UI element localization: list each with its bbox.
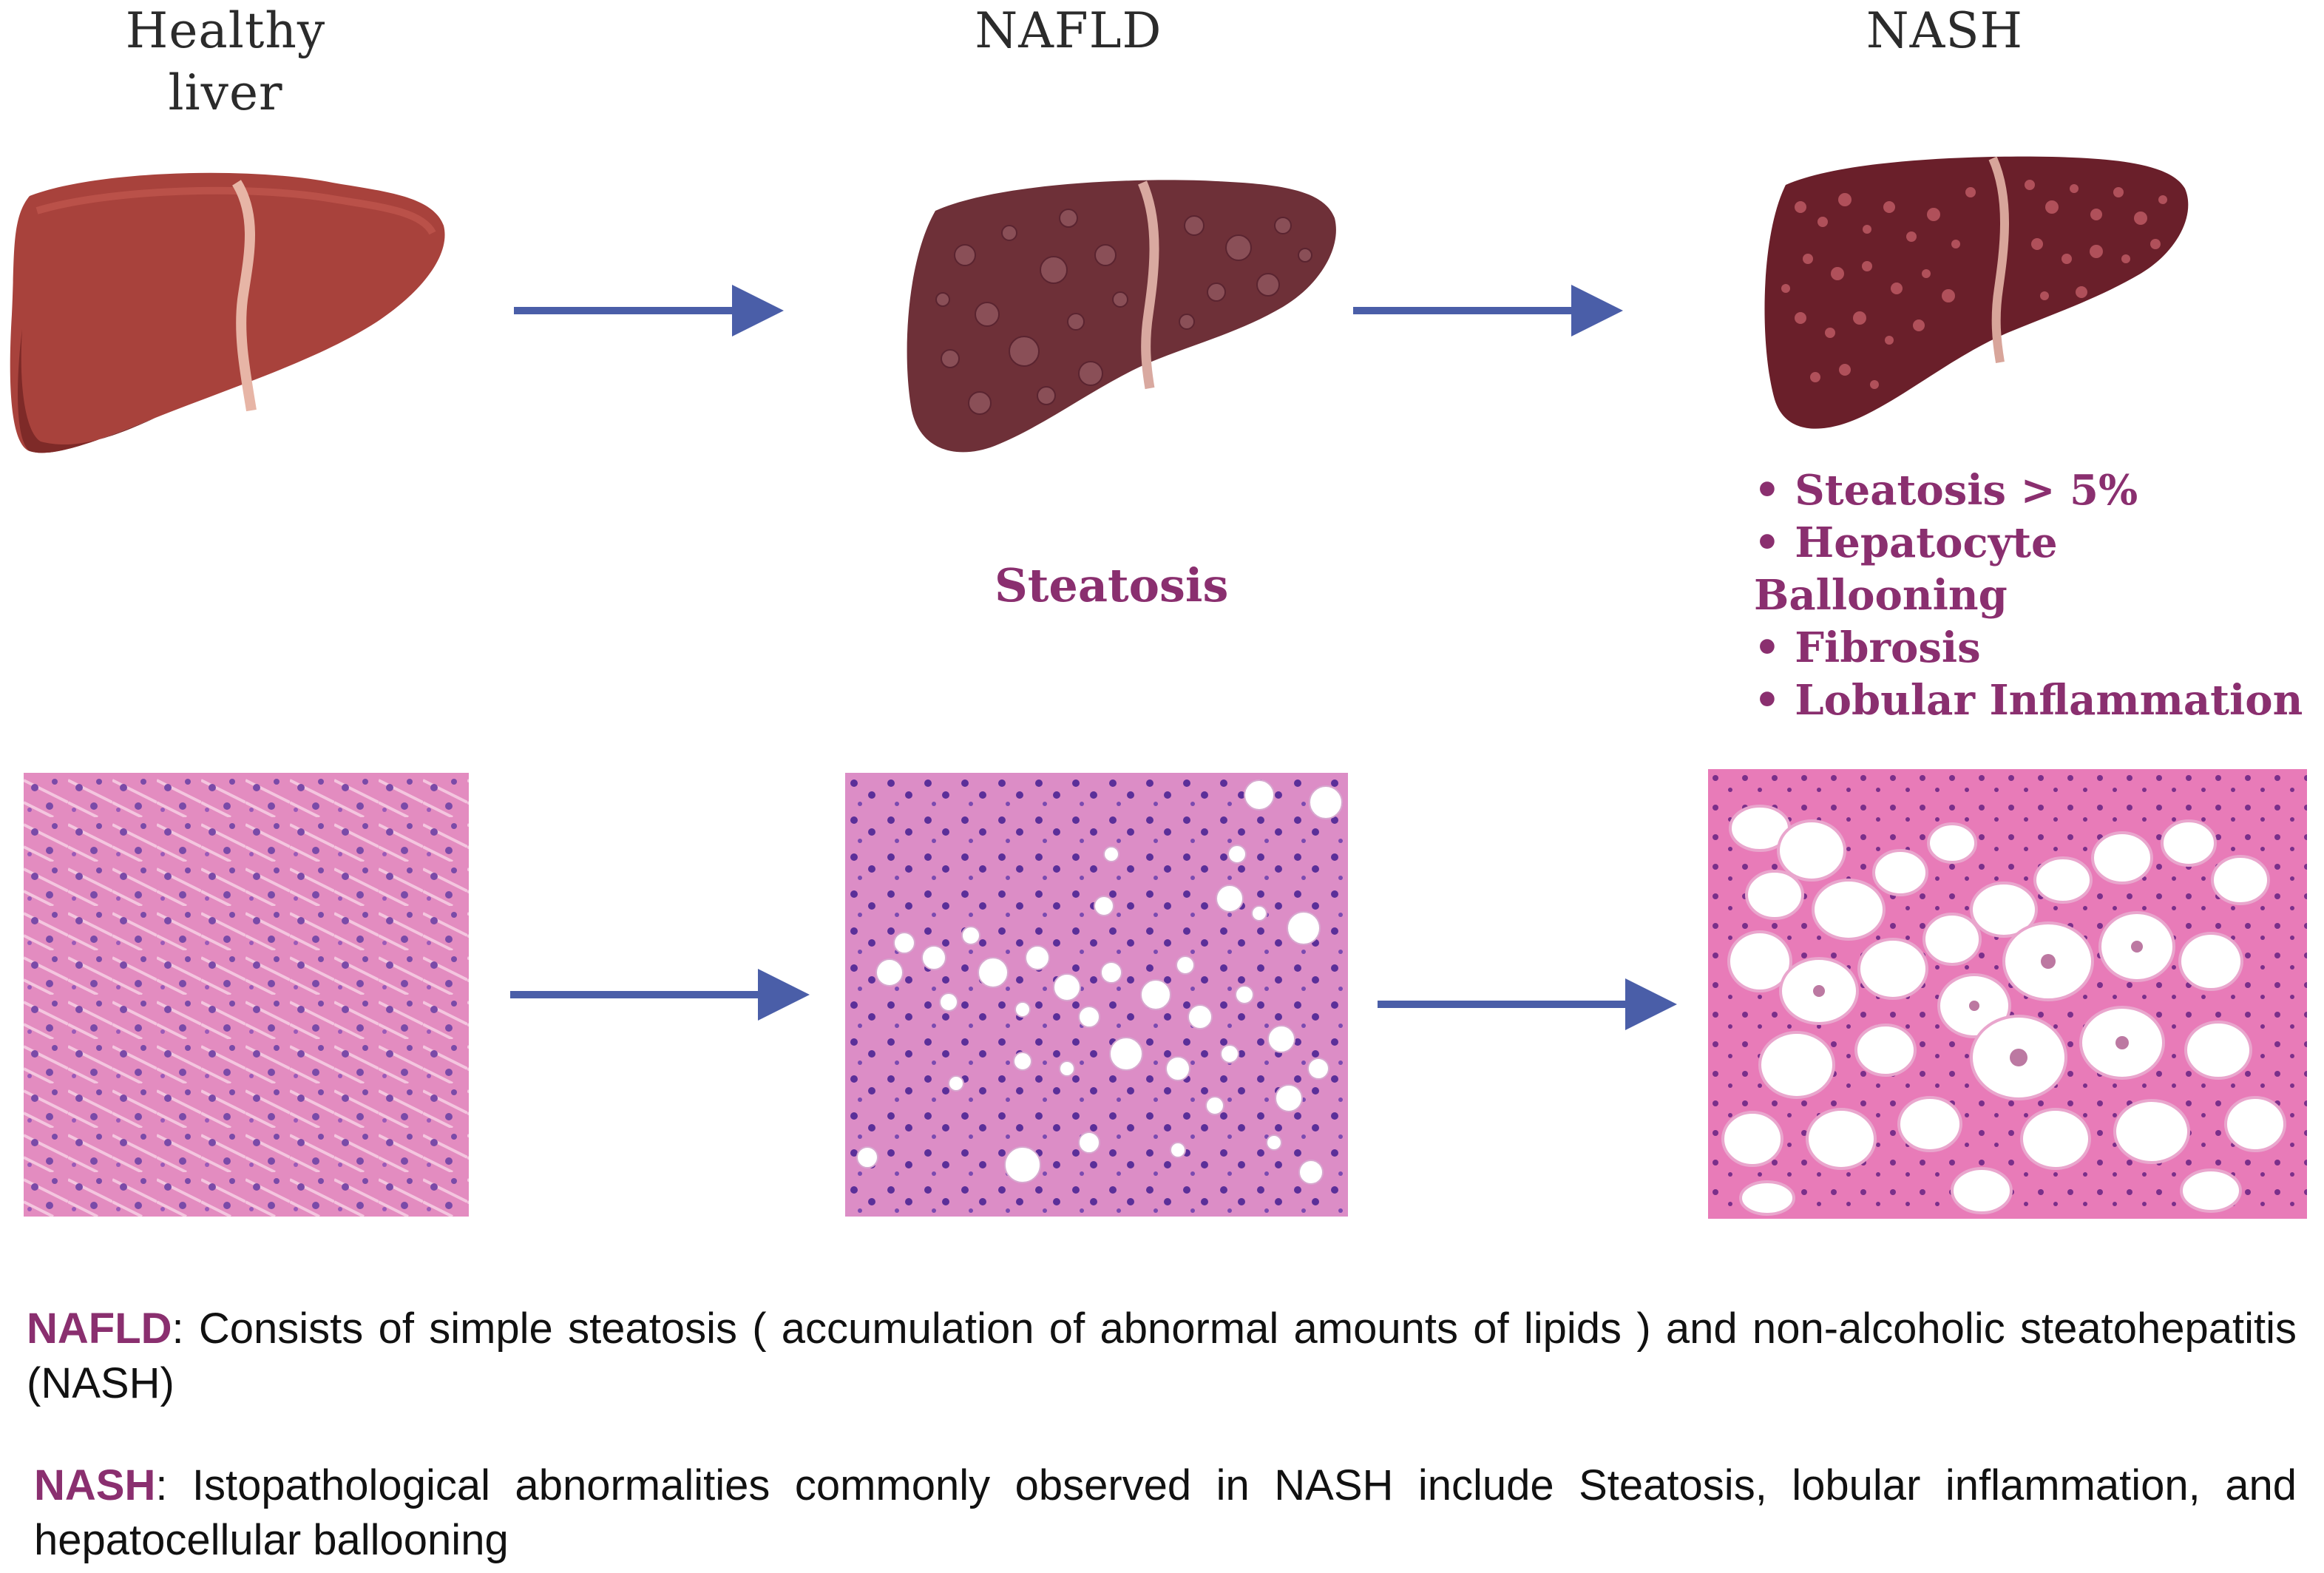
arrow-healthy-histology-to-nafld <box>510 969 810 1021</box>
nash-feature-item: Fibrosis <box>1754 622 2324 674</box>
healthy-histology-image <box>24 773 469 1217</box>
arrow-healthy-to-nafld <box>514 285 784 336</box>
nash-liver-illustration <box>1764 156 2189 429</box>
heading-healthy-line2: liver <box>168 64 283 121</box>
nash-features-list: Steatosis > 5% Hepatocyte Ballooning Fib… <box>1754 464 2324 727</box>
nafld-definition-text: : Consists of simple steatosis ( accumul… <box>27 1305 2297 1407</box>
nafld-steatosis-label: Steatosis <box>995 558 1229 612</box>
arrow-nafld-to-nash <box>1353 285 1623 336</box>
healthy-liver-illustration <box>10 172 445 453</box>
heading-nafld: NAFLD <box>975 2 1162 59</box>
nafld-liver-illustration <box>907 180 1336 453</box>
nafld-histology-image <box>845 773 1348 1217</box>
nash-definition: NASH: Istopathological abnormalities com… <box>34 1458 2297 1568</box>
nash-histology-image <box>1708 769 2307 1219</box>
heading-healthy-liver: Healthy liver <box>96 0 355 124</box>
nash-feature-item: Hepatocyte Ballooning <box>1754 517 2324 622</box>
nash-term: NASH <box>34 1461 156 1509</box>
nafld-term: NAFLD <box>27 1305 172 1353</box>
heading-healthy-line1: Healthy <box>125 2 326 59</box>
nash-feature-item: Lobular Inflammation <box>1754 674 2324 727</box>
nash-definition-text: : Istopathological abnormalities commonl… <box>34 1461 2297 1564</box>
nafld-definition: NAFLD: Consists of simple steatosis ( ac… <box>27 1302 2297 1411</box>
arrow-nafld-histology-to-nash <box>1378 978 1677 1030</box>
nash-feature-item: Steatosis > 5% <box>1754 464 2324 517</box>
heading-nash: NASH <box>1866 2 2024 59</box>
